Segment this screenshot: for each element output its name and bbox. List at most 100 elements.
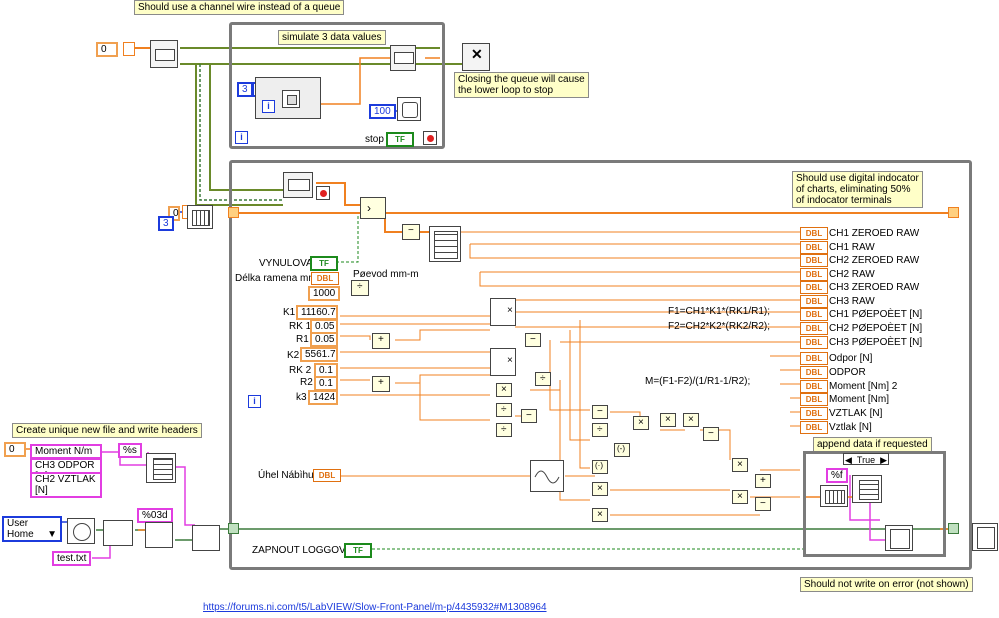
forum-link[interactable]: https://forums.ni.com/t5/LabVIEW/Slow-Fr… bbox=[203, 602, 547, 613]
header-item[interactable]: CH2 VZTLAK [N] bbox=[30, 472, 102, 498]
output-terminal[interactable]: DBL bbox=[800, 352, 828, 365]
subtract-node-c[interactable]: − bbox=[592, 405, 608, 419]
multiply-node-f1[interactable]: × bbox=[490, 298, 516, 326]
delka-ramena-terminal[interactable]: DBL bbox=[311, 272, 339, 285]
k3-constant[interactable]: 1424 bbox=[308, 390, 338, 405]
multiply-node-i[interactable]: × bbox=[732, 490, 748, 504]
processing-while-loop[interactable] bbox=[229, 160, 972, 570]
select-icon[interactable]: › bbox=[360, 197, 386, 219]
output-terminal[interactable]: DBL bbox=[800, 421, 828, 434]
divide-node-a[interactable]: ÷ bbox=[535, 372, 551, 386]
sine-cosine-node[interactable] bbox=[530, 460, 564, 492]
reciprocal-node[interactable]: (-) bbox=[614, 443, 630, 457]
shift-register-right[interactable] bbox=[948, 207, 959, 218]
multiply-node-f2[interactable]: × bbox=[490, 348, 516, 376]
write-header-file-icon[interactable] bbox=[192, 525, 220, 551]
simulate-while-loop[interactable] bbox=[229, 22, 445, 149]
initialize-array-icon[interactable] bbox=[187, 205, 213, 229]
multiply-node-f[interactable]: × bbox=[592, 482, 608, 496]
array-to-spreadsheet-header-icon[interactable] bbox=[146, 453, 176, 483]
add-icon-r1[interactable]: + bbox=[372, 333, 390, 349]
shift-register-left[interactable] bbox=[228, 207, 239, 218]
subtract-node-a[interactable]: − bbox=[525, 333, 541, 347]
multiply-node-g[interactable]: × bbox=[592, 508, 608, 522]
array-to-spreadsheet-icon[interactable] bbox=[852, 475, 882, 503]
subtract-icon-top[interactable]: − bbox=[402, 224, 420, 240]
dice-icon[interactable] bbox=[282, 90, 300, 108]
case-prev-icon[interactable]: ◀ bbox=[845, 455, 852, 465]
wait-ms-constant[interactable]: 100 bbox=[369, 104, 396, 119]
k1-constant[interactable]: 11160.7 bbox=[296, 305, 338, 320]
wait-ms-icon[interactable] bbox=[397, 97, 421, 121]
output-terminal[interactable]: DBL bbox=[800, 322, 828, 335]
add-icon-r2[interactable]: + bbox=[372, 376, 390, 392]
output-terminal[interactable]: DBL bbox=[800, 227, 828, 240]
append-case-structure[interactable] bbox=[803, 451, 946, 557]
user-home-ring[interactable]: User Home▼ bbox=[2, 516, 62, 542]
note-simulate: simulate 3 data values bbox=[278, 30, 386, 45]
divide-node-d[interactable]: ÷ bbox=[592, 423, 608, 437]
output-terminal[interactable]: DBL bbox=[800, 366, 828, 379]
close-file-icon[interactable] bbox=[972, 523, 998, 551]
release-queue-icon[interactable]: ✕ bbox=[462, 43, 490, 71]
output-terminal[interactable]: DBL bbox=[800, 380, 828, 393]
index-array-icon[interactable] bbox=[429, 226, 461, 262]
stop-button-terminal[interactable]: TF bbox=[386, 132, 414, 147]
output-terminal[interactable]: DBL bbox=[800, 241, 828, 254]
queue-type-constant[interactable] bbox=[123, 42, 135, 56]
stop-condition-icon[interactable] bbox=[423, 131, 437, 145]
obtain-queue-icon[interactable] bbox=[150, 40, 178, 68]
write-text-file-icon[interactable] bbox=[885, 525, 913, 551]
const-1000[interactable]: 1000 bbox=[308, 286, 340, 301]
zapnout-terminal[interactable]: TF bbox=[344, 543, 372, 558]
format-s-constant[interactable]: %s bbox=[118, 443, 142, 458]
subtract-node-b[interactable]: − bbox=[521, 409, 537, 423]
output-terminal[interactable]: DBL bbox=[800, 281, 828, 294]
array-length-constant[interactable]: 3 bbox=[158, 216, 174, 231]
error-stop-icon[interactable] bbox=[316, 186, 330, 200]
output-terminal[interactable]: DBL bbox=[800, 393, 828, 406]
divide-icon-prevod[interactable]: ÷ bbox=[351, 280, 369, 296]
create-unique-file-icon[interactable] bbox=[145, 522, 173, 548]
queue-size-constant[interactable]: 0 bbox=[96, 42, 118, 57]
divide-node-c[interactable]: ÷ bbox=[496, 423, 512, 437]
multiply-node-d[interactable]: × bbox=[660, 413, 676, 427]
r1-constant[interactable]: 0.05 bbox=[310, 332, 338, 347]
format-f-constant[interactable]: %f bbox=[826, 468, 848, 483]
dequeue-element-icon[interactable] bbox=[283, 172, 313, 198]
multiply-node-c[interactable]: × bbox=[633, 416, 649, 430]
filename-constant[interactable]: test.txt bbox=[52, 551, 92, 566]
output-terminal[interactable]: DBL bbox=[800, 308, 828, 321]
error-shift-register-left[interactable] bbox=[228, 523, 239, 534]
output-terminal[interactable]: DBL bbox=[800, 336, 828, 349]
dropdown-arrow-icon[interactable]: ▼ bbox=[47, 529, 57, 540]
multiply-node-e[interactable]: × bbox=[683, 413, 699, 427]
uhel-terminal[interactable]: DBL bbox=[313, 469, 341, 482]
error-shift-register-right[interactable] bbox=[948, 523, 959, 534]
output-terminal[interactable]: DBL bbox=[800, 254, 828, 267]
format-03d-constant[interactable]: %03d bbox=[137, 508, 173, 523]
add-node-final[interactable]: + bbox=[755, 474, 771, 488]
n-constant[interactable]: 3 bbox=[237, 82, 253, 97]
header-item[interactable]: Moment N/m bbox=[30, 444, 102, 459]
subtract-node-d[interactable]: − bbox=[703, 427, 719, 441]
r2-constant[interactable]: 0.1 bbox=[314, 376, 338, 391]
case-selector[interactable]: ◀ True ▶ bbox=[843, 453, 889, 465]
build-array-icon[interactable] bbox=[820, 485, 848, 507]
header-const-zero[interactable]: 0 bbox=[4, 442, 26, 457]
divide-node-b[interactable]: ÷ bbox=[496, 403, 512, 417]
k2-constant[interactable]: 5561.7 bbox=[300, 347, 338, 362]
output-terminal[interactable]: DBL bbox=[800, 268, 828, 281]
vynulovat-terminal[interactable]: TF bbox=[310, 256, 338, 271]
sign-node[interactable]: (·) bbox=[592, 460, 608, 474]
enqueue-element-icon[interactable] bbox=[390, 45, 416, 71]
get-system-dir-icon[interactable] bbox=[67, 518, 95, 544]
build-path-icon[interactable] bbox=[103, 520, 133, 546]
multiply-node-b[interactable]: × bbox=[496, 383, 512, 397]
output-terminal[interactable]: DBL bbox=[800, 295, 828, 308]
multiply-node-h[interactable]: × bbox=[732, 458, 748, 472]
subtract-node-final[interactable]: − bbox=[755, 497, 771, 511]
case-next-icon[interactable]: ▶ bbox=[880, 455, 887, 465]
output-terminal[interactable]: DBL bbox=[800, 407, 828, 420]
array-init-constant[interactable]: 0 bbox=[168, 206, 180, 221]
